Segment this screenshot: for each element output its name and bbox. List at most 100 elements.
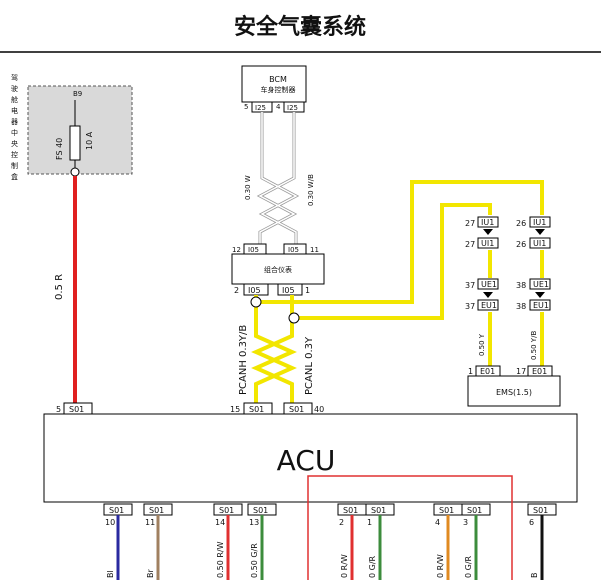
cluster-label: 组合仪表: [264, 265, 292, 274]
cluster-top-pin-right: 11: [310, 246, 319, 254]
acu-bottom-pin: 13: [249, 518, 259, 527]
acu-bottom-pin: 11: [145, 518, 155, 527]
cluster-box: [231, 253, 325, 285]
acu-bottom-wire-label: Bl: [106, 570, 115, 578]
ems-right-arrow-icon: [535, 229, 545, 235]
acu-bottom-pin: 3: [463, 518, 468, 527]
ems-right-pin-1: 26: [516, 219, 526, 228]
bcm-twisted-pair: [256, 112, 300, 244]
acu-bottom-pin: 6: [529, 518, 534, 527]
ems-right-conn-2: UI1: [533, 239, 546, 248]
acu-top-pin-canh: 15: [230, 405, 240, 414]
ems-left-arrow2-icon: [483, 292, 493, 298]
acu-label: ACU: [277, 444, 336, 477]
bcm-wire-label-right: 0.30 W/B: [307, 174, 315, 206]
bcm-wire-label-left: 0.30 W: [244, 175, 252, 200]
acu-bottom-connector-label: S01: [109, 506, 124, 515]
acu-bottom-pin: 14: [215, 518, 225, 527]
bcm-conn-left-label: I25: [255, 104, 266, 112]
fuse-rating: 10 A: [85, 131, 94, 150]
fuse-box-label-char: 中: [11, 128, 18, 137]
fuse-icon: [69, 125, 81, 161]
acu-top-conn-canl-label: S01: [289, 405, 304, 414]
fuse-box-label-char: 驾: [11, 73, 18, 82]
ems-left-connectors: 27 IU1 27 UI1 37 UE1 37 EU1 0.50 Y 1 E01: [465, 216, 501, 377]
ems-box: [467, 375, 561, 407]
acu-bottom-wire-label: 0 G/R: [464, 555, 473, 578]
ems-left-pin-2: 27: [465, 240, 475, 249]
ems-left-pin-5: 1: [468, 367, 473, 376]
highlight-box: [307, 475, 513, 580]
acu-box: [43, 413, 578, 503]
acu-bottom-pin: 4: [435, 518, 440, 527]
fuse-pin-label: B9: [73, 90, 82, 98]
bcm-pin-right: 4: [276, 103, 281, 111]
bcm-conn-right-label: I25: [287, 104, 298, 112]
bcm-desc: 车身控制器: [261, 85, 296, 94]
ems-left-pin-4: 37: [465, 302, 475, 311]
acu-bottom-pin: 1: [367, 518, 372, 527]
ems-right-wire-label: 0.50 Y/B: [530, 331, 538, 360]
fuse-box-label-char: 央: [11, 139, 18, 148]
acu-bottom-wire-label: 0 R/W: [436, 554, 445, 578]
fuse-box-label-char: 电: [11, 106, 18, 115]
acu-top-conn-canh-label: S01: [249, 405, 264, 414]
fuse-box-label-char: 制: [11, 161, 18, 170]
fuse-id: FS 40: [55, 138, 64, 160]
page-title: 安全气囊系统: [234, 14, 366, 40]
power-wire-label: 0.5 R: [54, 274, 65, 300]
cluster-bottom-pin-right: 1: [305, 286, 310, 295]
acu-bottom-connector-label: S01: [253, 506, 268, 515]
ems-right-connectors: 26 IU1 26 UI1 38 UE1 38 EU1 0.50 Y/B 17 …: [516, 216, 553, 377]
bcm-box: [241, 65, 307, 103]
fuse-terminal: [70, 167, 80, 177]
ems-left-conn-5: E01: [480, 367, 495, 376]
ems-left-pin-1: 27: [465, 219, 475, 228]
fuse-box-label-char: 盒: [11, 172, 18, 181]
acu-bottom-connector-label: S01: [371, 506, 386, 515]
ems-right-conn-1: IU1: [533, 218, 546, 227]
cluster-bottom-conn-left-label: I05: [248, 286, 261, 295]
acu-bottom-connector-label: S01: [343, 506, 358, 515]
fuse-box-label-char: 控: [11, 150, 18, 159]
acu-bottom-connector-label: S01: [467, 506, 482, 515]
cluster-bottom-pin-left: 2: [234, 286, 239, 295]
fuse-box-label-char: 舱: [11, 95, 18, 104]
acu-bottom-wire-label: 0 G/R: [368, 555, 377, 578]
fuse-box-label-char: 驶: [11, 84, 18, 93]
acu-bottom-wire-label: B: [530, 573, 539, 579]
can-splice-high: [250, 296, 262, 308]
cluster-top-conn-left-label: I05: [248, 246, 259, 254]
ems-left-conn-2: UI1: [481, 239, 494, 248]
can-bus-wires: [251, 180, 544, 403]
ems-right-conn-3: UE1: [533, 280, 549, 289]
acu-bottom-wire-label: Br: [146, 569, 155, 578]
acu-top-pin-canl: 40: [314, 405, 324, 414]
acu-bottom-pin: 2: [339, 518, 344, 527]
ems-left-pin-3: 37: [465, 281, 475, 290]
bcm-pin-left: 5: [244, 103, 248, 111]
ems-right-pin-2: 26: [516, 240, 526, 249]
ems-label: EMS(1.5): [496, 388, 532, 397]
bcm-name: BCM: [269, 75, 287, 84]
ems-right-arrow2-icon: [535, 292, 545, 298]
ems-right-conn-4: EU1: [533, 301, 549, 310]
acu-bottom-pin: 10: [105, 518, 115, 527]
cluster-top-pin-left: 12: [232, 246, 241, 254]
can-high-label: PCANH 0.3Y/B: [238, 325, 249, 395]
acu-bottom-wire-label: 0 R/W: [340, 554, 349, 578]
acu-bottom-wire-label: 0.50 R/W: [216, 541, 225, 578]
ems-left-wire-label: 0.50 Y: [478, 333, 486, 356]
acu-bottom-connector-label: S01: [533, 506, 548, 515]
acu-top-conn-power-label: S01: [69, 405, 84, 414]
ems-left-arrow-icon: [483, 229, 493, 235]
ems-right-pin-5: 17: [516, 367, 526, 376]
ems-left-conn-1: IU1: [481, 218, 494, 227]
acu-top-pin-power: 5: [56, 405, 61, 414]
ems-right-pin-4: 38: [516, 302, 526, 311]
acu-bottom-connector-label: S01: [219, 506, 234, 515]
cluster-top-conn-right-label: I05: [288, 246, 299, 254]
